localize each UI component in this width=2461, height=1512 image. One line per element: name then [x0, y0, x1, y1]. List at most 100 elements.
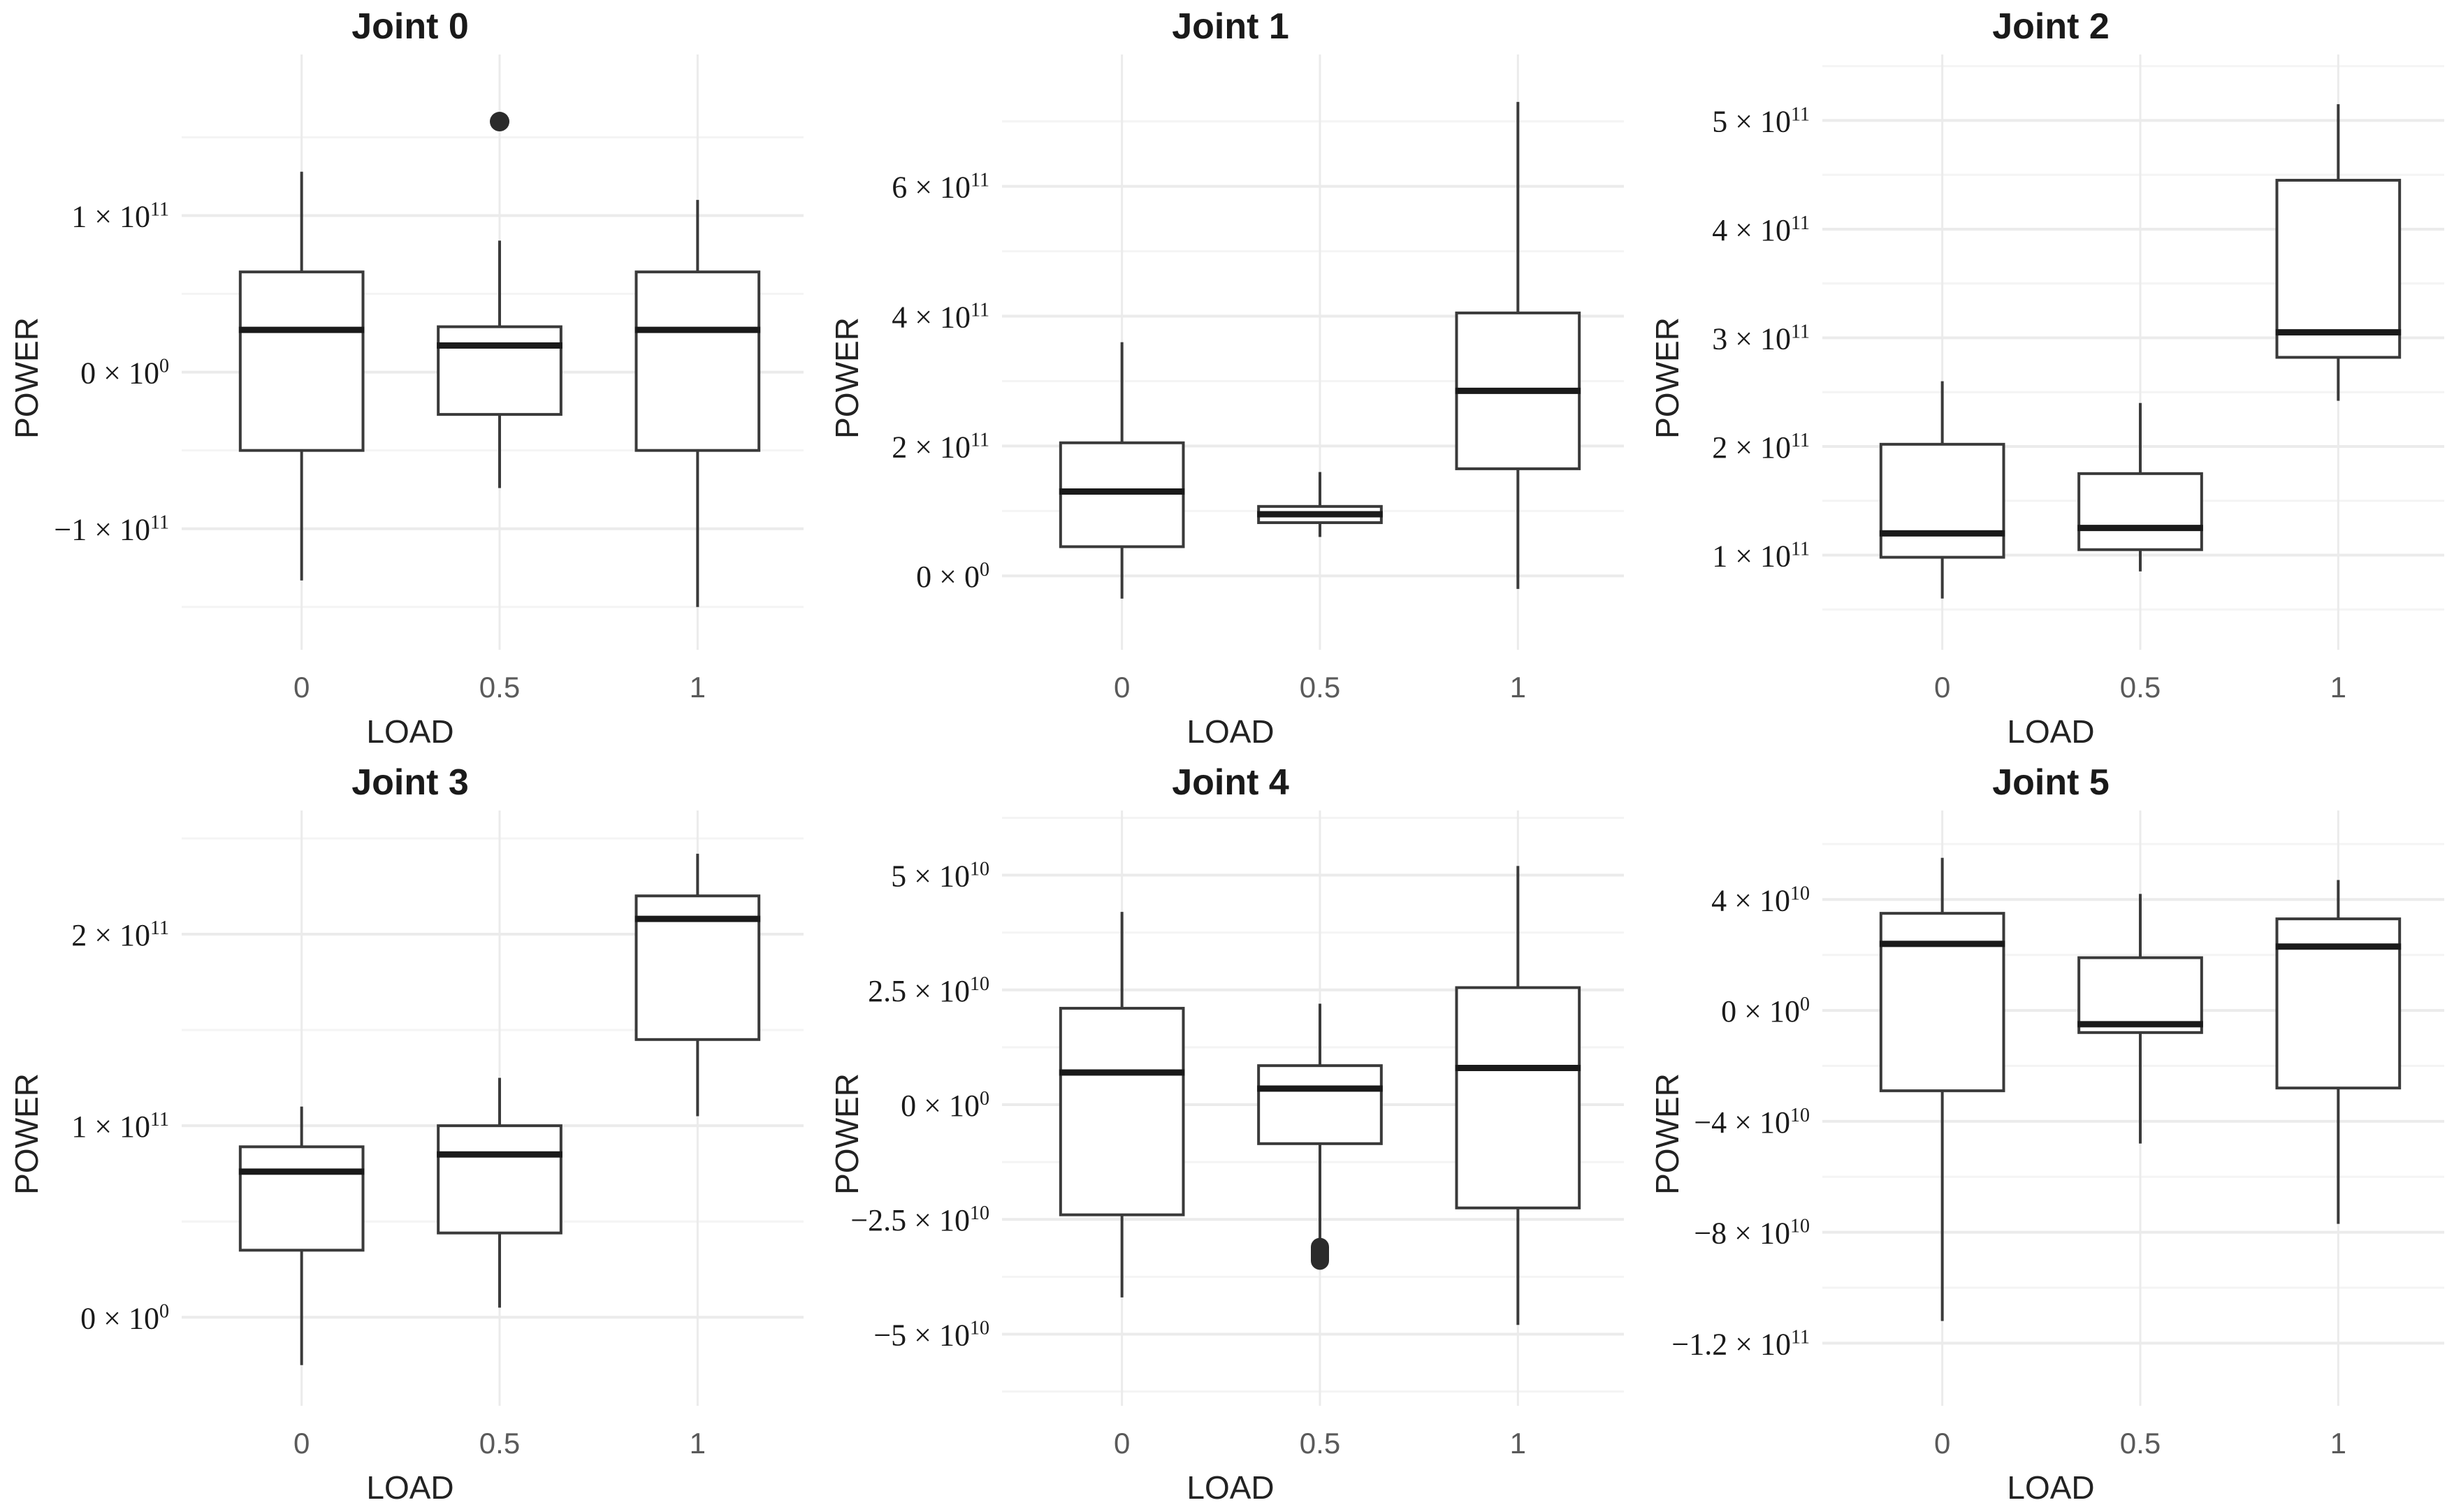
- y-tick-label: 0 × 100: [1721, 994, 1810, 1028]
- panel-title: Joint 2: [1992, 6, 2110, 47]
- x-tick-label: 1: [1510, 1427, 1526, 1460]
- panel-title: Joint 3: [351, 762, 469, 803]
- x-tick-label: 0.5: [479, 1427, 520, 1460]
- x-tick-label: 1: [690, 1427, 706, 1460]
- box-body: [437, 1124, 562, 1235]
- x-tick-label: 0.5: [1300, 671, 1340, 704]
- box-plot-1: [634, 853, 761, 1117]
- box-body: [1257, 1064, 1383, 1145]
- box-body: [238, 1145, 365, 1252]
- box-body: [238, 270, 365, 452]
- box-plot-1: [634, 200, 761, 607]
- x-tick-label: 0: [1934, 1427, 1950, 1460]
- x-axis-title: LOAD: [366, 1469, 454, 1506]
- box-body: [1455, 986, 1581, 1209]
- panel-title: Joint 0: [351, 6, 469, 47]
- y-tick-labels: 6 × 1011 4 × 1011 2 × 1011 0 × 00: [892, 170, 989, 595]
- box-body: [2077, 472, 2203, 551]
- box-body: [634, 270, 761, 452]
- box-body: [1059, 441, 1185, 548]
- y-tick-label: 4 × 1010: [1711, 882, 1810, 917]
- panel-title: Joint 4: [1172, 762, 1289, 803]
- box-plot-0.5: [2077, 894, 2203, 1144]
- y-tick-label: 5 × 1011: [1712, 103, 1810, 138]
- box-plot-0.5: [2077, 402, 2203, 572]
- x-tick-label: 0.5: [2120, 671, 2161, 704]
- box-body: [1879, 912, 2005, 1093]
- box-plot-1: [2275, 104, 2402, 401]
- x-tick-label: 1: [2330, 1427, 2346, 1460]
- x-tick-label: 0.5: [479, 671, 520, 704]
- boxplot-canvas: 5 × 1010 2.5 × 1010 0 × 100 −2.5 × 1010 −5 ×…: [850, 810, 1624, 1460]
- y-tick-labels: 5 × 1010 2.5 × 1010 0 × 100 −2.5 × 1010 −5 ×…: [850, 859, 989, 1353]
- y-tick-label: −4 × 1010: [1694, 1105, 1810, 1140]
- box-plot-0: [238, 1106, 365, 1365]
- y-tick-label: −5 × 1010: [873, 1317, 989, 1352]
- x-tick-label: 0: [293, 1427, 310, 1460]
- outlier-point: [490, 112, 509, 132]
- y-tick-label: 2 × 1011: [1712, 430, 1810, 465]
- y-tick-label: 2.5 × 1010: [868, 973, 989, 1008]
- x-axis-title: LOAD: [2007, 713, 2095, 750]
- box-plot-0.5: [437, 112, 562, 488]
- y-tick-label: −2.5 × 1010: [850, 1202, 989, 1237]
- x-tick-label: 0: [1114, 1427, 1130, 1460]
- box-plot-1: [1455, 101, 1581, 589]
- box-body: [1879, 442, 2005, 559]
- y-tick-label: −1.2 × 1011: [1671, 1326, 1810, 1361]
- box-plot-0: [1879, 857, 2005, 1321]
- x-axis-title: LOAD: [1186, 1469, 1275, 1506]
- x-tick-label: 0.5: [1300, 1427, 1340, 1460]
- y-tick-label: 2 × 1011: [71, 917, 169, 952]
- box-plot-0: [238, 171, 365, 581]
- box-plot-0.5: [437, 1077, 562, 1308]
- y-tick-label: 3 × 1011: [1712, 321, 1810, 356]
- y-tick-label: 5 × 1010: [891, 859, 989, 894]
- y-tick-label: 1 × 1011: [71, 1109, 169, 1144]
- y-tick-label: 2 × 1011: [892, 429, 989, 464]
- panel-title: Joint 5: [1992, 762, 2110, 803]
- x-axis-title: LOAD: [2007, 1469, 2095, 1506]
- boxplot-canvas: 2 × 1011 1 × 1011 0 × 100 0 0.5 1: [71, 810, 804, 1460]
- box-plot-0.5: [1257, 472, 1383, 537]
- box-plot-1: [1455, 866, 1581, 1325]
- box-body: [1059, 1007, 1185, 1216]
- x-axis-title: LOAD: [366, 713, 454, 750]
- x-tick-label: 0: [293, 671, 310, 704]
- y-tick-labels: 2 × 1011 1 × 1011 0 × 100: [71, 917, 169, 1335]
- y-tick-label: −1 × 1011: [54, 512, 169, 547]
- y-tick-labels: 4 × 1010 0 × 100 −4 × 1010 −8 × 1010 −1.2 × …: [1671, 882, 1810, 1361]
- box-plot-0.5: [1257, 1003, 1383, 1270]
- y-tick-label: 6 × 1011: [892, 170, 989, 205]
- outlier-point-cluster: [1311, 1237, 1329, 1270]
- box-plot-0: [1059, 342, 1185, 599]
- y-tick-label: −8 × 1010: [1694, 1216, 1810, 1251]
- box-body: [2275, 178, 2402, 359]
- x-axis-title: LOAD: [1186, 713, 1275, 750]
- y-tick-label: 0 × 00: [916, 559, 989, 594]
- box-body: [437, 325, 562, 416]
- boxplot-canvas: 4 × 1010 0 × 100 −4 × 1010 −8 × 1010 −1.2 × …: [1671, 810, 2444, 1460]
- y-tick-label: 4 × 1011: [892, 300, 989, 335]
- y-tick-label: 0 × 100: [901, 1088, 989, 1123]
- box-body: [2077, 956, 2203, 1034]
- x-tick-label: 1: [2330, 671, 2346, 704]
- y-tick-label: 0 × 100: [80, 1300, 169, 1335]
- x-tick-label: 0: [1934, 671, 1950, 704]
